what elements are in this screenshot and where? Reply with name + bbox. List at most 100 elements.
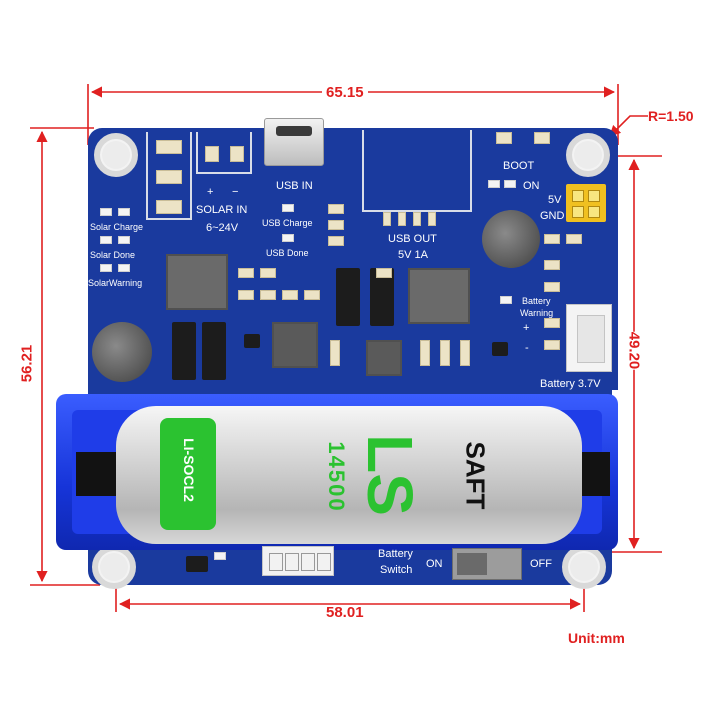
smd-pad-c xyxy=(328,236,344,246)
battery-switch[interactable] xyxy=(452,548,522,580)
mounting-hole-top-right xyxy=(566,133,610,177)
usb-in-connector xyxy=(264,118,324,166)
battery-minus-label: - xyxy=(525,342,529,354)
solar-done-led-2 xyxy=(118,236,130,244)
solar-minus-label: − xyxy=(232,186,239,198)
mounting-hole-bottom-right xyxy=(562,545,606,589)
battery-connector xyxy=(566,304,612,372)
switch-on-label: ON xyxy=(426,558,443,570)
smd-pad-12 xyxy=(544,234,560,244)
header-pin xyxy=(572,190,584,202)
bottom-connector-slot xyxy=(285,553,299,571)
solar-warning-led-2 xyxy=(118,264,130,272)
small-chip-2 xyxy=(492,342,508,356)
solar-warning-led xyxy=(100,264,112,272)
bottom-connector-slot xyxy=(317,553,331,571)
battery-pad-2 xyxy=(544,340,560,350)
solar-charge-led xyxy=(100,208,112,216)
usb-done-label: USB Done xyxy=(266,248,309,258)
inductor-right xyxy=(408,268,470,324)
mosfet-ic xyxy=(366,340,402,376)
smd-pad-13 xyxy=(566,234,582,244)
smd-pad-a xyxy=(328,204,344,214)
battery-warning-led xyxy=(500,296,512,304)
usb-charge-led xyxy=(282,204,294,212)
usb-in-label: USB IN xyxy=(276,180,313,192)
inductor-left xyxy=(166,254,228,310)
solar-voltage-label: 6~24V xyxy=(206,222,239,234)
solar-charge-led-2 xyxy=(118,208,130,216)
on-led-2 xyxy=(504,180,516,188)
controller-ic xyxy=(272,322,318,368)
smd-pad-11 xyxy=(330,340,340,366)
bottom-connector xyxy=(262,546,334,576)
height-left-label: 56.21 xyxy=(18,344,36,383)
boot-pad-2 xyxy=(534,132,550,144)
small-chip-1 xyxy=(244,334,260,348)
battery-switch-label-1: Battery xyxy=(378,548,413,560)
usb-out-rating-label: 5V 1A xyxy=(398,249,428,261)
solar-plus-label: + xyxy=(207,186,214,198)
mounting-hole-top-left xyxy=(94,133,138,177)
smd-pad-5 xyxy=(282,290,298,300)
smd-pad-7 xyxy=(376,268,392,278)
5v-label: 5V xyxy=(548,194,562,206)
mounting-hole-bottom-left xyxy=(92,545,136,589)
capacitor-right xyxy=(482,210,540,268)
smd-pad-15 xyxy=(544,282,560,292)
solar-terminal-1 xyxy=(205,146,219,162)
solar-charge-label: Solar Charge xyxy=(90,222,144,232)
solar-warning-label: SolarWarning xyxy=(88,278,143,288)
corner-radius-label: R=1.50 xyxy=(648,108,694,124)
usb-done-led xyxy=(282,234,294,242)
battery-connector-label: Battery 3.7V xyxy=(540,378,601,390)
height-right-label: 49.20 xyxy=(625,331,643,370)
battery-model-large: LS xyxy=(354,434,426,516)
unit-label: Unit:mm xyxy=(568,630,625,646)
capacitor-left xyxy=(92,322,152,382)
bottom-connector-slot xyxy=(301,553,315,571)
diode-3 xyxy=(336,268,360,326)
smd-pad-1 xyxy=(238,268,254,278)
battery-plus-label: + xyxy=(523,322,530,334)
diode-2 xyxy=(202,322,226,380)
bottom-connector-slot xyxy=(269,553,283,571)
battery-clip-left xyxy=(76,452,118,496)
smd-pad-2 xyxy=(260,268,276,278)
battery-warning-label-2: Warning xyxy=(520,308,554,318)
usb-out-outline xyxy=(362,130,472,212)
header-pin xyxy=(588,190,600,202)
switch-off-label: OFF xyxy=(530,558,552,570)
smd-pad-9 xyxy=(440,340,450,366)
usb-in-port xyxy=(276,126,312,136)
smd-pad-8 xyxy=(420,340,430,366)
smd-pad-b xyxy=(328,220,344,230)
smd-pad-14 xyxy=(544,260,560,270)
usb-out-pad-3 xyxy=(413,212,421,226)
solar-terminal-pads xyxy=(196,132,252,174)
solar-done-label: Solar Done xyxy=(90,250,136,260)
battery-model-number: 14500 xyxy=(324,441,349,513)
header-pin xyxy=(572,206,584,218)
on-label: ON xyxy=(523,180,540,192)
usb-out-pad-1 xyxy=(383,212,391,226)
diode-1 xyxy=(172,322,196,380)
battery-switch-label-2: Switch xyxy=(380,564,413,576)
header-pin xyxy=(588,206,600,218)
battery-connector-slot xyxy=(577,315,605,363)
solar-pad-3 xyxy=(156,200,182,214)
usb-out-label: USB OUT xyxy=(388,233,437,245)
solar-connector-outline xyxy=(146,132,192,220)
solar-in-label: SOLAR IN xyxy=(196,204,248,216)
solar-pad-1 xyxy=(156,140,182,154)
width-bottom-label: 58.01 xyxy=(326,604,364,621)
width-top-label: 65.15 xyxy=(322,84,368,101)
bottom-chip xyxy=(186,556,208,572)
bottom-led xyxy=(214,552,226,560)
smd-pad-3 xyxy=(238,290,254,300)
usb-charge-label: USB Charge xyxy=(262,218,313,228)
usb-out-pad-4 xyxy=(428,212,436,226)
battery-switch-knob[interactable] xyxy=(457,553,487,575)
battery-pad-1 xyxy=(544,318,560,328)
boot-label: BOOT xyxy=(503,160,535,172)
